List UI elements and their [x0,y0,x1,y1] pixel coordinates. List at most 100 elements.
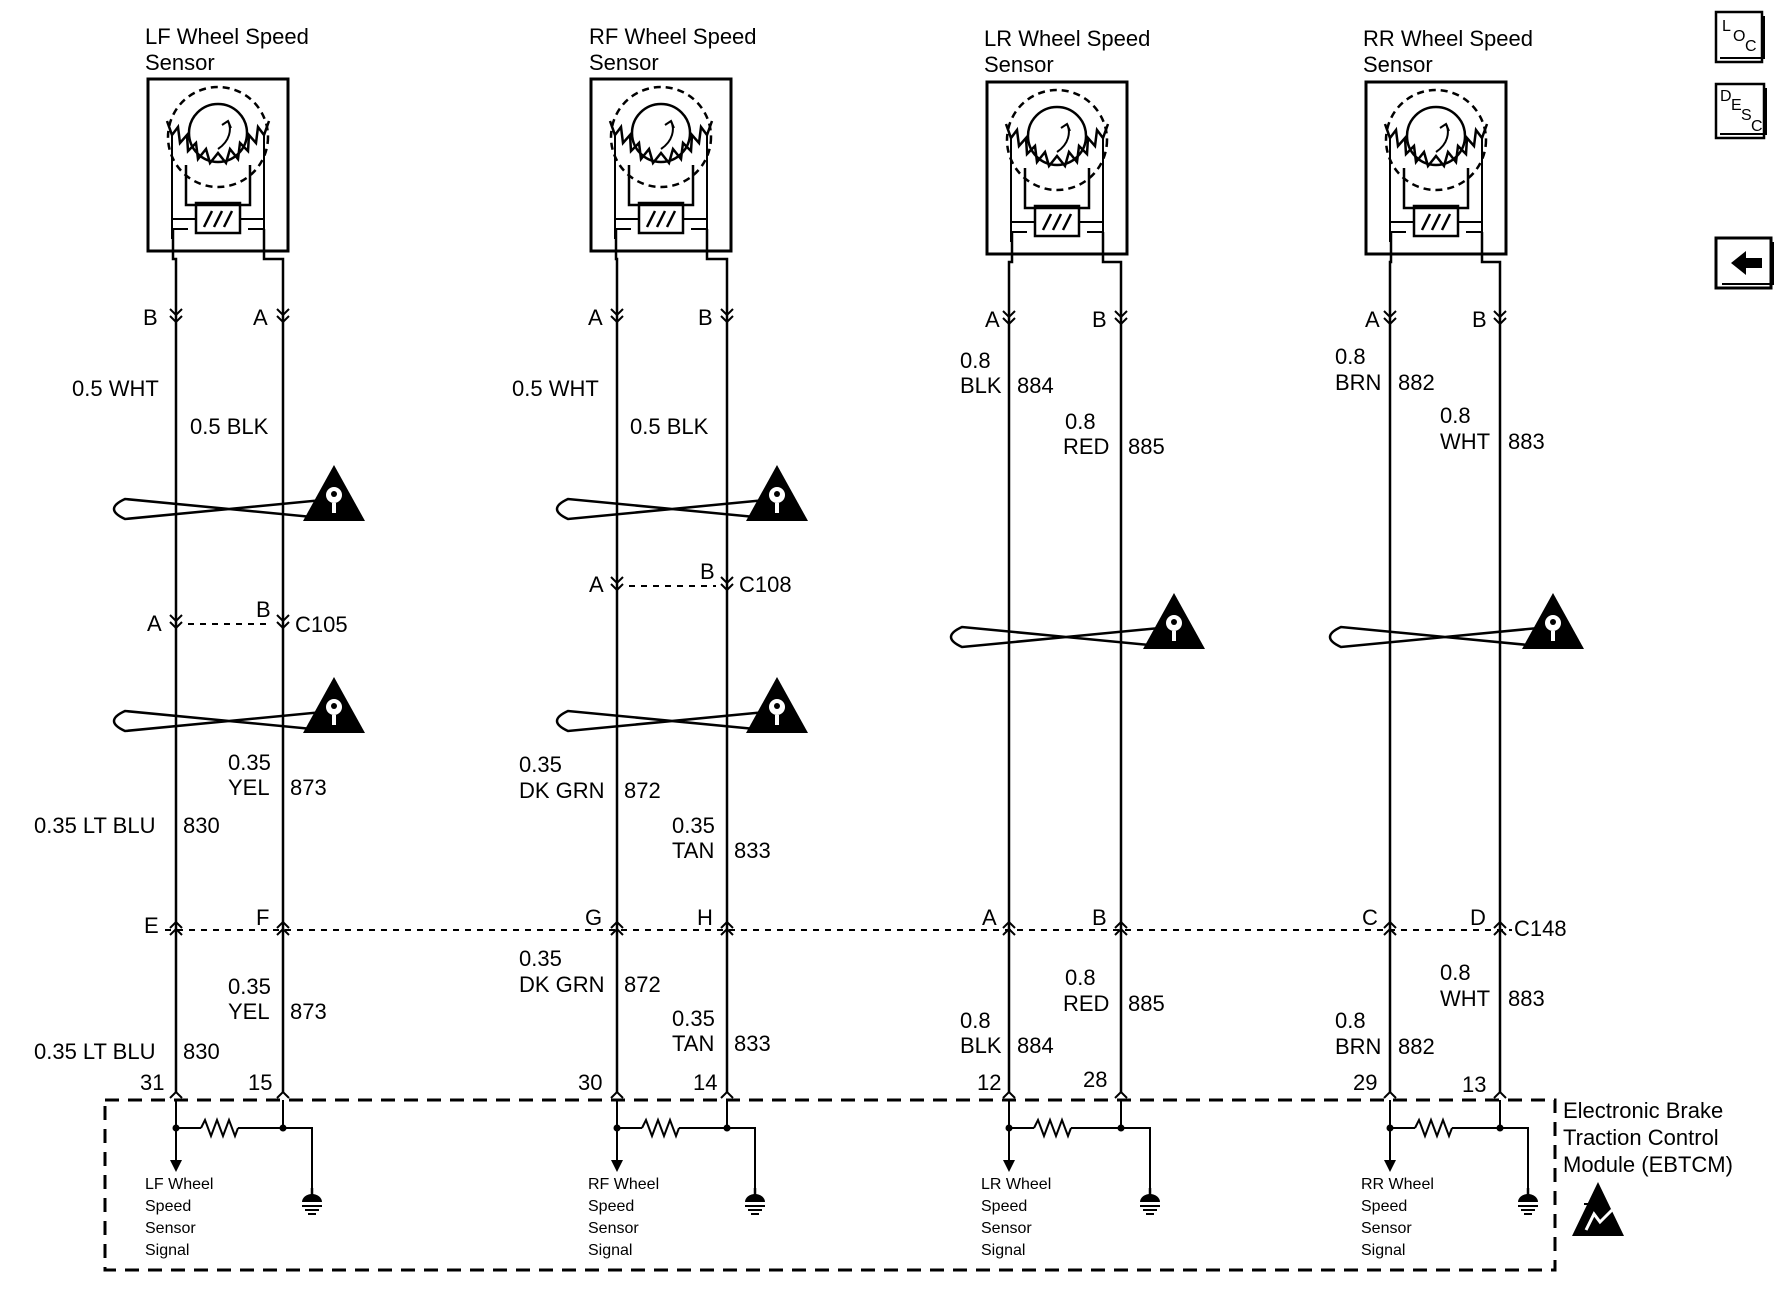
svg-text:Signal: Signal [588,1242,632,1259]
circuit-number: 885 [1128,434,1165,459]
svg-text:RR Wheel: RR Wheel [1361,1176,1434,1193]
svg-text:830: 830 [183,1039,220,1064]
svg-text:B: B [256,597,271,622]
wire-lf-right [262,229,285,1093]
svg-text:Speed: Speed [588,1198,634,1215]
wheel-speed-sensor-icon [589,77,733,253]
wire-label: 0.5 BLK [630,414,709,439]
ground-icon [1516,1186,1540,1216]
desc-button[interactable]: D E S C [1714,82,1767,140]
caution-triangle-icon [303,677,365,733]
wire-rf-right [705,229,729,1093]
pin-label: A [1365,307,1380,332]
module-title: Module (EBTCM) [1563,1152,1733,1177]
svg-text:873: 873 [290,775,327,800]
svg-text:14: 14 [693,1070,717,1095]
svg-text:0.35: 0.35 [519,946,562,971]
wire-lr-right [1101,232,1123,1093]
ground-icon [743,1186,767,1216]
svg-text:YEL: YEL [228,999,270,1024]
circuit-number: 884 [1017,373,1054,398]
signal-labels: LF Wheel Speed Sensor Signal RF Wheel Sp… [145,1176,1434,1259]
svg-text:L: L [1722,18,1731,35]
svg-text:WHT: WHT [1440,986,1490,1011]
svg-text:O: O [1733,28,1745,45]
svg-text:0.8: 0.8 [1335,1008,1366,1033]
back-button[interactable] [1714,236,1774,290]
wire-color: BLK [960,373,1002,398]
wire-color: RED [1063,434,1109,459]
sensor-rf-subtitle: Sensor [589,50,659,75]
svg-text:0.8: 0.8 [1065,965,1096,990]
sensor-rf-title: RF Wheel Speed [589,24,757,49]
svg-text:DK GRN: DK GRN [519,972,605,997]
pin-label: A [588,305,603,330]
svg-text:872: 872 [624,972,661,997]
svg-text:872: 872 [624,778,661,803]
svg-text:Sensor: Sensor [588,1220,639,1237]
wire-lr-left [1007,232,1014,1093]
caution-triangle-icon [746,465,808,521]
svg-text:BRN: BRN [1335,1034,1381,1059]
svg-text:LR Wheel: LR Wheel [981,1176,1051,1193]
lower-wire-labels: 0.35 YEL 873 0.35 LT BLU 830 0.35 DK GRN… [34,946,1545,1064]
sensor-lr-title: LR Wheel Speed [984,26,1150,51]
svg-text:0.35: 0.35 [672,1006,715,1031]
svg-text:Sensor: Sensor [1361,1220,1412,1237]
wire-gauge: 0.8 [960,348,991,373]
connector-name: C105 [295,612,348,637]
svg-text:LF Wheel: LF Wheel [145,1176,213,1193]
circuit-number: 883 [1508,429,1545,454]
pin-label: B [143,305,158,330]
svg-text:Sensor: Sensor [981,1220,1032,1237]
svg-text:833: 833 [734,838,771,863]
svg-text:0.8: 0.8 [960,1008,991,1033]
svg-text:28: 28 [1083,1067,1107,1092]
wheel-speed-sensor-icon [985,80,1129,256]
middle-wire-labels: 0.35 YEL 873 0.35 LT BLU 830 0.35 DK GRN… [34,750,771,863]
caution-triangle-icon [303,465,365,521]
loc-button[interactable]: L O C [1714,10,1765,64]
svg-text:C: C [1745,38,1757,55]
svg-text:0.35 LT BLU: 0.35 LT BLU [34,1039,155,1064]
wires [171,229,1502,1093]
wire-color: WHT [1440,429,1490,454]
wire-rr-right [1480,232,1502,1093]
wire-rr-left [1388,232,1393,1093]
sensor-lf-subtitle: Sensor [145,50,215,75]
sensor-rf: RF Wheel Speed Sensor [589,24,757,253]
svg-text:873: 873 [290,999,327,1024]
svg-text:A: A [147,611,162,636]
svg-text:G: G [585,905,602,930]
connector-c108: A B C108 [589,559,792,597]
svg-text:885: 885 [1128,991,1165,1016]
sensor-lf-title: LF Wheel Speed [145,24,309,49]
svg-text:0.8: 0.8 [1440,960,1471,985]
svg-text:YEL: YEL [228,775,270,800]
ebtcm-module: Electronic Brake Traction Control Module… [103,1098,1733,1272]
sensor-lr-subtitle: Sensor [984,52,1054,77]
svg-text:B: B [1092,905,1107,930]
wheel-speed-sensor-icon [146,77,290,253]
svg-text:D: D [1720,88,1732,105]
wire-color: BRN [1335,370,1381,395]
wire-lf-left [171,229,178,1093]
caution-triangle-icon [1522,593,1584,649]
caution-triangle-icon [746,677,808,733]
pin-label: A [253,305,268,330]
svg-text:TAN: TAN [672,838,714,863]
svg-text:Speed: Speed [145,1198,191,1215]
svg-text:E: E [144,913,159,938]
svg-text:C: C [1751,118,1763,135]
svg-text:Signal: Signal [981,1242,1025,1259]
svg-text:RF Wheel: RF Wheel [588,1176,659,1193]
wire-label: 0.5 BLK [190,414,269,439]
twisted-pairs [112,465,1584,733]
svg-text:D: D [1470,905,1486,930]
svg-text:C: C [1362,905,1378,930]
svg-text:S: S [1741,107,1752,124]
sensor-lr: LR Wheel Speed Sensor [984,26,1150,256]
pin-label: A [985,307,1000,332]
svg-text:31: 31 [140,1070,164,1095]
